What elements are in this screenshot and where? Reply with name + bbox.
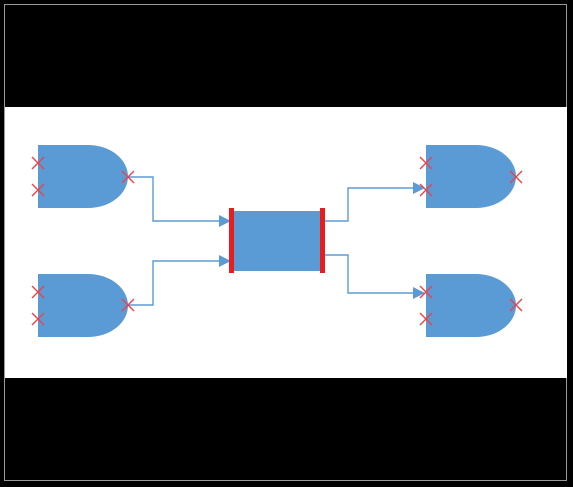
- x-mark-icon[interactable]: [509, 170, 523, 184]
- arrowhead-top-right: [413, 182, 425, 194]
- connectors: [128, 176, 425, 306]
- connector-block-to-top-right[interactable]: [323, 187, 416, 222]
- x-mark-icon[interactable]: [419, 285, 433, 299]
- center-block-left-port: [229, 208, 234, 273]
- x-mark-icon[interactable]: [31, 312, 45, 326]
- x-mark-icon[interactable]: [509, 298, 523, 312]
- and-gate-top-right[interactable]: [426, 145, 516, 208]
- connector-bottom-left-to-block[interactable]: [128, 260, 222, 306]
- x-mark-icon[interactable]: [419, 183, 433, 197]
- x-mark-icon[interactable]: [121, 170, 135, 184]
- and-gate-top-left[interactable]: [38, 145, 128, 208]
- x-mark-icon[interactable]: [419, 312, 433, 326]
- x-mark-icon[interactable]: [419, 156, 433, 170]
- and-gate-bottom-right[interactable]: [426, 274, 516, 337]
- x-mark-icon[interactable]: [121, 298, 135, 312]
- x-mark-icon[interactable]: [31, 183, 45, 197]
- center-block[interactable]: [232, 211, 322, 271]
- arrowhead-bottom-right: [413, 287, 425, 299]
- center-block-right-port: [320, 208, 325, 273]
- and-gate-bottom-left[interactable]: [38, 274, 128, 337]
- arrowhead-bottom-left: [219, 255, 231, 267]
- x-mark-icon[interactable]: [31, 285, 45, 299]
- port-markers: [31, 156, 523, 326]
- connector-top-left-to-block[interactable]: [128, 176, 222, 222]
- x-mark-icon[interactable]: [31, 156, 45, 170]
- connector-block-to-bottom-right[interactable]: [323, 254, 416, 294]
- arrowhead-top-left: [219, 215, 231, 227]
